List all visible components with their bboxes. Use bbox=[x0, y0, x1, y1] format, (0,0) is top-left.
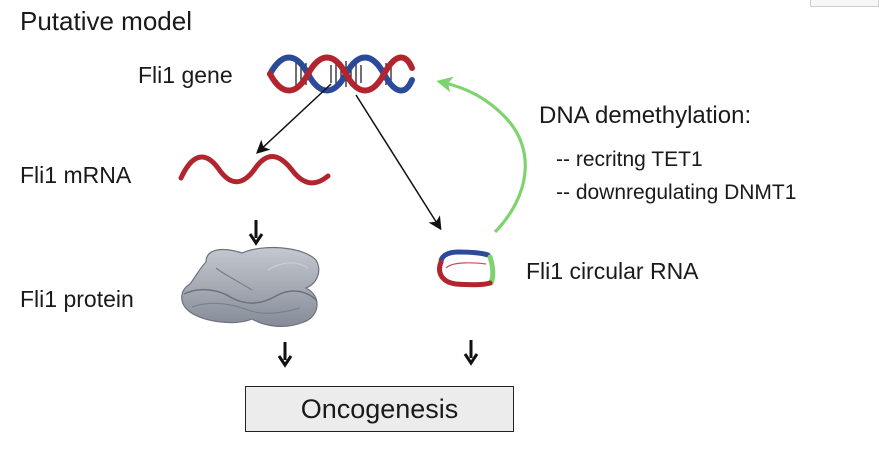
arrow-mrna-to-protein bbox=[248, 220, 264, 246]
arrow-circular-rna-to-oncogenesis bbox=[463, 340, 479, 366]
label-fli1-gene: Fli1 gene bbox=[138, 62, 233, 88]
label-fli1-mrna: Fli1 mRNA bbox=[20, 162, 132, 188]
diagram-title: Putative model bbox=[20, 6, 192, 36]
demethylation-heading: DNA demethylation: bbox=[539, 102, 752, 129]
mrna-strand-icon bbox=[178, 154, 331, 186]
oncogenesis-label: Oncogenesis bbox=[300, 393, 459, 424]
demethylation-item-dnmt1: -- downregulating DNMT1 bbox=[556, 181, 797, 204]
feedback-arrow-demethylation bbox=[436, 76, 527, 234]
circular-rna-icon bbox=[437, 249, 496, 288]
arrow-gene-to-circular-rna bbox=[355, 94, 442, 231]
corner-tab bbox=[810, 0, 879, 7]
arrow-protein-to-oncogenesis bbox=[277, 342, 293, 368]
oncogenesis-box: Oncogenesis bbox=[245, 386, 514, 432]
label-fli1-circular-rna: Fli1 circular RNA bbox=[526, 258, 699, 284]
protein-ribbon-icon bbox=[181, 246, 320, 328]
dna-double-helix-icon bbox=[267, 54, 415, 94]
demethylation-item-tet1: -- recritng TET1 bbox=[556, 148, 703, 171]
arrow-gene-to-mrna bbox=[256, 83, 332, 154]
label-fli1-protein: Fli1 protein bbox=[20, 286, 134, 312]
